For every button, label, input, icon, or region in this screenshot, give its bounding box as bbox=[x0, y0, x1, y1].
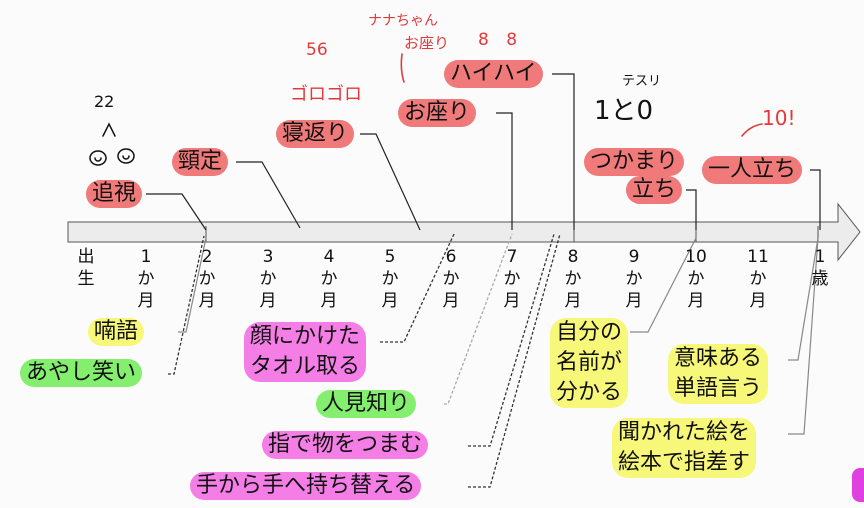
connector-haihai bbox=[552, 73, 575, 230]
milestone-towel: 顔にかけた タオル取る bbox=[244, 322, 367, 382]
milestone-nango: 喃語 bbox=[88, 318, 145, 346]
milestone-tango: 意味ある 単語言う bbox=[668, 344, 769, 404]
handwritten-1to0: 1と0 bbox=[594, 96, 654, 126]
connector-yubisashi bbox=[788, 237, 819, 435]
connector-ayashiwarai bbox=[168, 235, 205, 375]
milestone-namae-line-1: 自分の bbox=[556, 320, 623, 345]
timeline-arrow bbox=[67, 202, 861, 262]
milestone-namae-line-3: 分かる bbox=[556, 380, 623, 405]
milestone-osuwari: お座り bbox=[398, 99, 477, 127]
hand-stroke-curve bbox=[741, 123, 763, 137]
handwritten-10: 10! bbox=[762, 106, 796, 130]
milestone-kubisuwari: 頸定 bbox=[172, 148, 229, 176]
milestone-namae-line-2: 名前が bbox=[556, 350, 623, 375]
milestone-tsuishi: 追視 bbox=[86, 180, 143, 208]
milestone-tsumamu: 指で物をつまむ bbox=[262, 431, 429, 459]
hand-stroke-bracket bbox=[400, 53, 405, 83]
milestone-yubisashi-line-1: 聞かれた絵を bbox=[618, 420, 751, 445]
milestone-ayashiwarai: あやし笑い bbox=[20, 359, 143, 387]
connector-towel bbox=[380, 233, 455, 343]
swirl-eye-right bbox=[117, 148, 135, 164]
handwritten-osuwari: お座り bbox=[404, 34, 450, 52]
axis-label-birth: 出生 bbox=[77, 247, 95, 289]
milestone-yubisashi-line-2: 絵本で指差す bbox=[618, 450, 751, 475]
milestone-namae: 自分の 名前が 分かる bbox=[550, 318, 629, 408]
connector-osuwari bbox=[496, 112, 513, 230]
handwritten-gorogoro: ゴロゴロ bbox=[290, 84, 362, 105]
connector-tango bbox=[788, 237, 819, 361]
connector-tachi bbox=[686, 189, 697, 230]
milestone-tango-line-2: 単語言う bbox=[674, 376, 763, 401]
connector-hitoridachi bbox=[810, 169, 821, 230]
page-edge-tab bbox=[852, 468, 864, 502]
milestone-hitomishiri: 人見知り bbox=[316, 390, 417, 418]
milestone-tango-line-1: 意味ある bbox=[674, 346, 763, 371]
handwritten-tesuri: テスリ bbox=[622, 74, 662, 89]
milestone-towel-line-1: 顔にかけた bbox=[250, 324, 361, 349]
milestone-tachi: 立ち bbox=[626, 176, 683, 204]
connector-hitomishiri bbox=[444, 233, 513, 405]
connector-tsumamu bbox=[468, 233, 555, 447]
milestone-mochikae: 手から手へ持ち替える bbox=[190, 472, 422, 500]
handwritten-22: 22 bbox=[94, 92, 115, 111]
connector-kubisuwari bbox=[236, 161, 301, 229]
connector-namae bbox=[630, 237, 697, 333]
milestone-towel-line-2: タオル取る bbox=[250, 354, 361, 379]
handwritten-88: 8 8 bbox=[478, 30, 524, 50]
caret-sketch bbox=[102, 122, 116, 137]
swirl-eye-left bbox=[89, 150, 107, 166]
handwritten-56: 56 bbox=[306, 40, 328, 60]
connector-mochikae bbox=[468, 233, 561, 488]
connector-tsuishi bbox=[146, 193, 207, 231]
milestone-tsukamari: つかまり bbox=[584, 148, 685, 176]
milestone-haihai: ハイハイ bbox=[444, 60, 543, 88]
milestone-hitoridachi: 一人立ち bbox=[702, 156, 803, 184]
connector-negaeri bbox=[360, 133, 421, 231]
milestone-negaeri: 寝返り bbox=[276, 120, 355, 148]
connector-nango bbox=[178, 237, 207, 333]
handwritten-nanachan: ナナちゃん bbox=[368, 13, 438, 29]
milestone-yubisashi: 聞かれた絵を 絵本で指差す bbox=[612, 418, 757, 478]
